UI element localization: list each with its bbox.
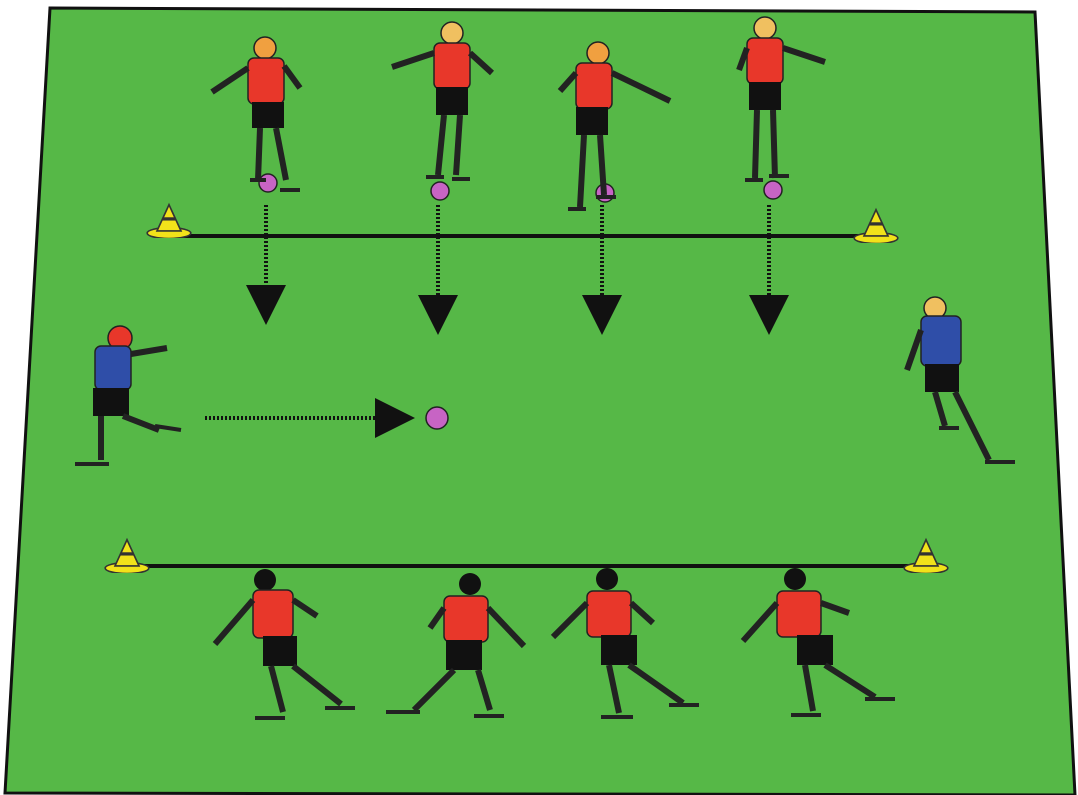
player-figure (740, 568, 895, 717)
player-figure (212, 569, 355, 720)
pitch (3, 6, 1077, 795)
ball-icon (258, 173, 278, 193)
player-figure (550, 568, 699, 719)
player-figure (391, 21, 495, 181)
attacking-players-bottom (212, 568, 895, 720)
attacking-players-top (210, 16, 826, 211)
player-figure (736, 16, 826, 182)
player-figure (386, 573, 527, 718)
ball-icon (425, 406, 449, 430)
goalkeeper-right (904, 296, 1015, 464)
ball-icon (763, 180, 783, 200)
pass-arrows (246, 205, 789, 335)
ball-icon (430, 181, 450, 201)
player-figure (557, 41, 672, 211)
player-figure (210, 36, 303, 192)
goalkeeper-left (75, 325, 182, 466)
